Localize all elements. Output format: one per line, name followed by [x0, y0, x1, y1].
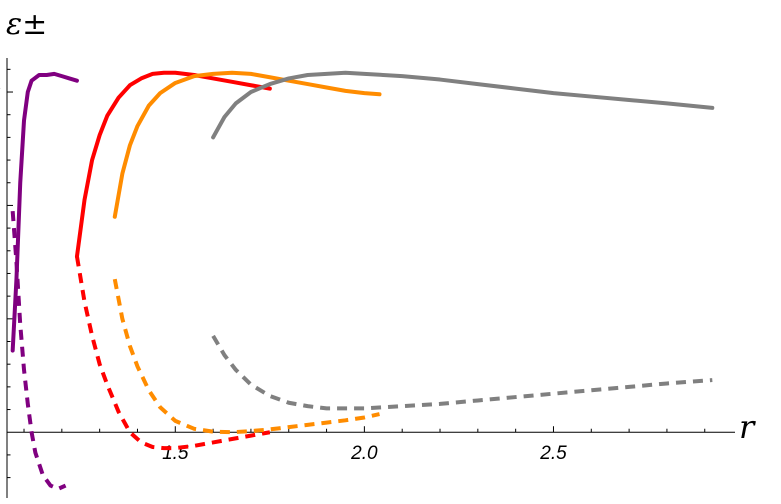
series-line-6-dashed: [112, 278, 380, 435]
series-line-3-solid: [74, 70, 272, 259]
x-axis-title: r: [739, 408, 756, 446]
series-line-7-solid: [211, 70, 715, 140]
series-layer: [10, 70, 715, 491]
series-line-5-solid: [112, 70, 382, 219]
series-line-4-dashed: [74, 256, 271, 451]
y-tick-label: 2: [0, 196, 1, 217]
series-line-8-dashed: [211, 334, 713, 411]
x-tick-label: 2.0: [350, 443, 378, 464]
axes: 1.52.02.5123: [0, 58, 735, 498]
series-line-1-solid: [10, 71, 79, 353]
y-axis-title: ε±: [6, 7, 47, 42]
series-line-2-dashed: [10, 210, 67, 491]
x-tick-label: 2.5: [539, 443, 567, 464]
y-tick-label: 3: [0, 83, 1, 104]
